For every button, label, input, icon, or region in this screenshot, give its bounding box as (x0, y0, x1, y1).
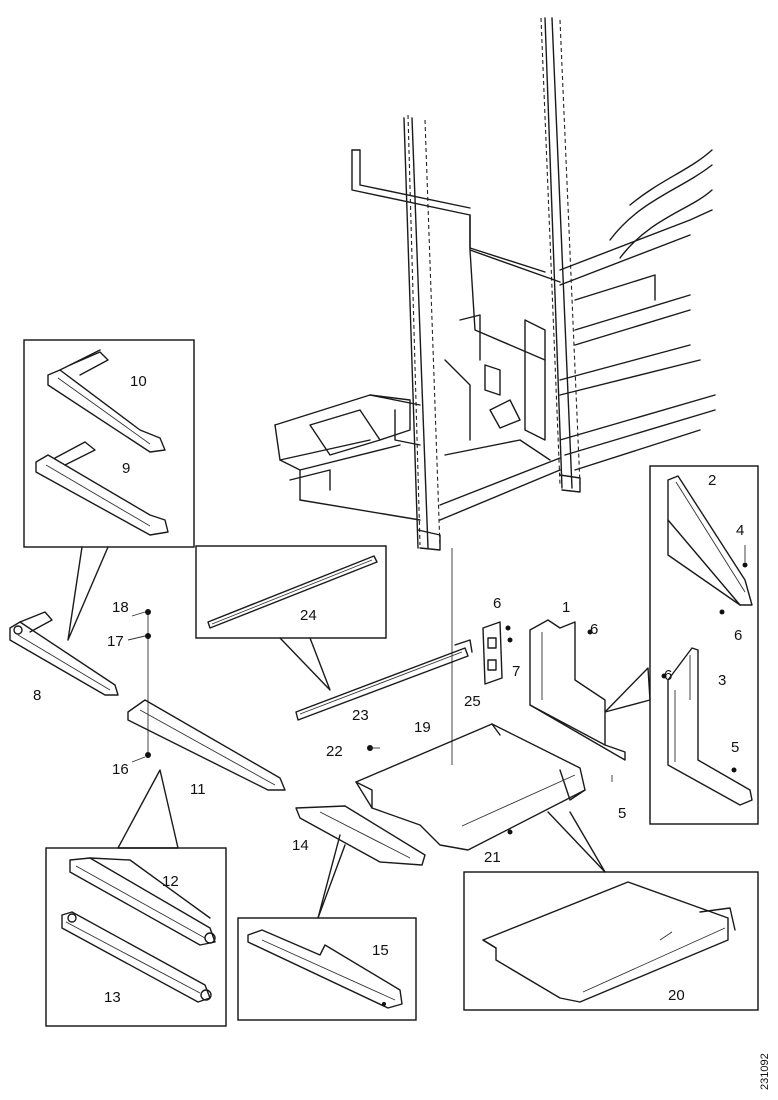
callout-11: 11 (190, 781, 206, 798)
callout-5a: 5 (618, 805, 626, 822)
callout-13: 13 (104, 989, 121, 1006)
callout-2: 2 (708, 472, 716, 489)
detail-box-2-6 (649, 465, 759, 825)
callout-labels: 1 2 3 4 5 5 6 6 6 6 7 8 9 10 11 12 13 14… (33, 373, 744, 1006)
callout-7: 7 (512, 663, 520, 680)
callout-5b: 5 (731, 739, 739, 756)
callout-4: 4 (736, 522, 744, 539)
detail-box-12-13 (45, 847, 227, 1027)
part-1-bracket (529, 619, 651, 782)
detail-box-24 (195, 545, 387, 691)
callout-17: 17 (107, 633, 124, 650)
callout-19: 19 (414, 719, 431, 736)
callout-8: 8 (33, 687, 41, 704)
callout-6d: 6 (664, 667, 672, 684)
callout-20: 20 (668, 987, 685, 1004)
callout-16: 16 (112, 761, 129, 778)
part-14-plate (295, 805, 426, 919)
detail-box-20 (463, 871, 759, 1011)
callout-22: 22 (326, 743, 343, 760)
part-11-crossmember (117, 699, 286, 849)
callout-6a: 6 (493, 595, 501, 612)
part-8-rail (9, 611, 119, 696)
callout-3: 3 (718, 672, 726, 689)
callout-15: 15 (372, 942, 389, 959)
callout-23: 23 (352, 707, 369, 724)
part-19-pan (355, 723, 606, 873)
callout-14: 14 (292, 837, 309, 854)
callout-21: 21 (484, 849, 501, 866)
callout-6c: 6 (734, 627, 742, 644)
callout-24: 24 (300, 607, 317, 624)
detail-box-9-10 (23, 339, 195, 641)
callout-12: 12 (162, 873, 179, 890)
callout-1: 1 (562, 599, 570, 616)
callout-6b: 6 (590, 621, 598, 638)
figure-id: 231092 (759, 1053, 771, 1090)
callout-10: 10 (130, 373, 147, 390)
part-23-bar (295, 639, 473, 721)
main-frame-structure (274, 17, 716, 765)
callout-25: 25 (464, 693, 481, 710)
callout-9: 9 (122, 460, 130, 477)
callout-18: 18 (112, 599, 129, 616)
part-25-bracket (482, 621, 513, 685)
fasteners-16-17-18 (127, 609, 151, 763)
detail-box-15 (237, 917, 417, 1021)
